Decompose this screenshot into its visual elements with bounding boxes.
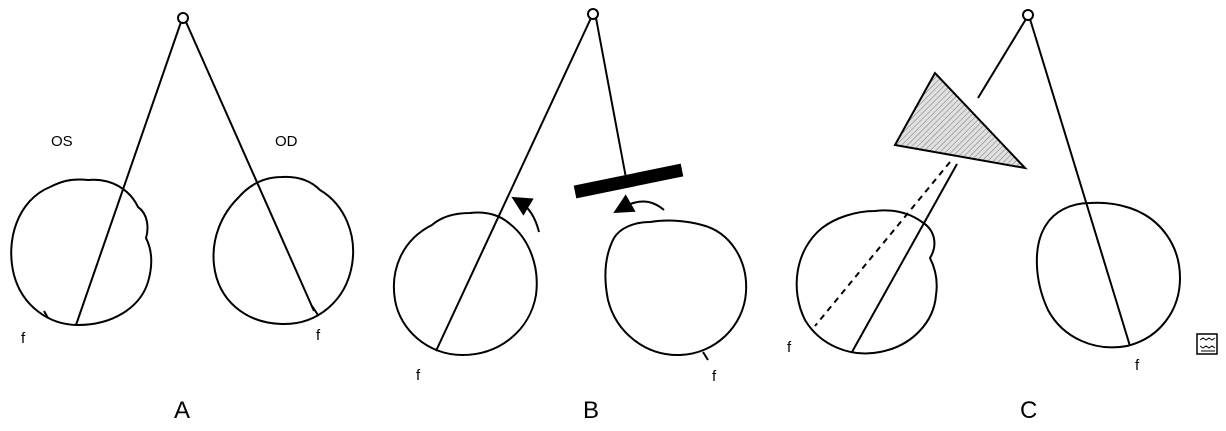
left-eye-globe (11, 179, 151, 325)
left-eye-globe (394, 212, 537, 355)
rotation-arrow-left-eye (520, 202, 539, 232)
occluder-bar (575, 170, 682, 192)
fovea-label-left: f (21, 330, 26, 347)
eye-label-od: OD (275, 133, 298, 150)
small-logo-icon (1197, 334, 1217, 354)
fovea-label-right: f (316, 327, 321, 344)
fixation-point (588, 9, 598, 19)
fovea-label-right: f (712, 368, 717, 385)
right-eye-globe (605, 221, 746, 355)
panel-label-a: A (174, 397, 190, 424)
eye-label-os: OS (51, 133, 73, 150)
left-axis-to-prism (978, 19, 1026, 98)
left-visual-axis (436, 18, 591, 351)
panel-a: OS OD f f A (11, 13, 353, 424)
left-visual-axis (76, 22, 181, 325)
panel-c: f f C (787, 10, 1180, 424)
panel-label-c: C (1020, 397, 1037, 424)
fovea-label-left: f (787, 339, 792, 356)
rotation-arrow-right-eye (622, 202, 664, 211)
right-fovea-tick (703, 352, 708, 360)
panel-b: f f B (394, 9, 746, 424)
left-visual-axis (852, 164, 957, 352)
prism (895, 73, 1025, 168)
right-visual-axis (186, 22, 314, 311)
right-visual-axis (1030, 19, 1130, 346)
deviated-axis-dashed (815, 162, 950, 326)
left-eye-globe (797, 210, 937, 353)
fixation-point (1023, 10, 1033, 20)
panel-label-b: B (583, 397, 599, 424)
cover-support-line (596, 18, 626, 178)
fovea-label-left: f (416, 367, 421, 384)
fovea-label-right: f (1135, 357, 1140, 374)
fixation-point (178, 13, 188, 23)
right-eye-globe (214, 177, 354, 324)
